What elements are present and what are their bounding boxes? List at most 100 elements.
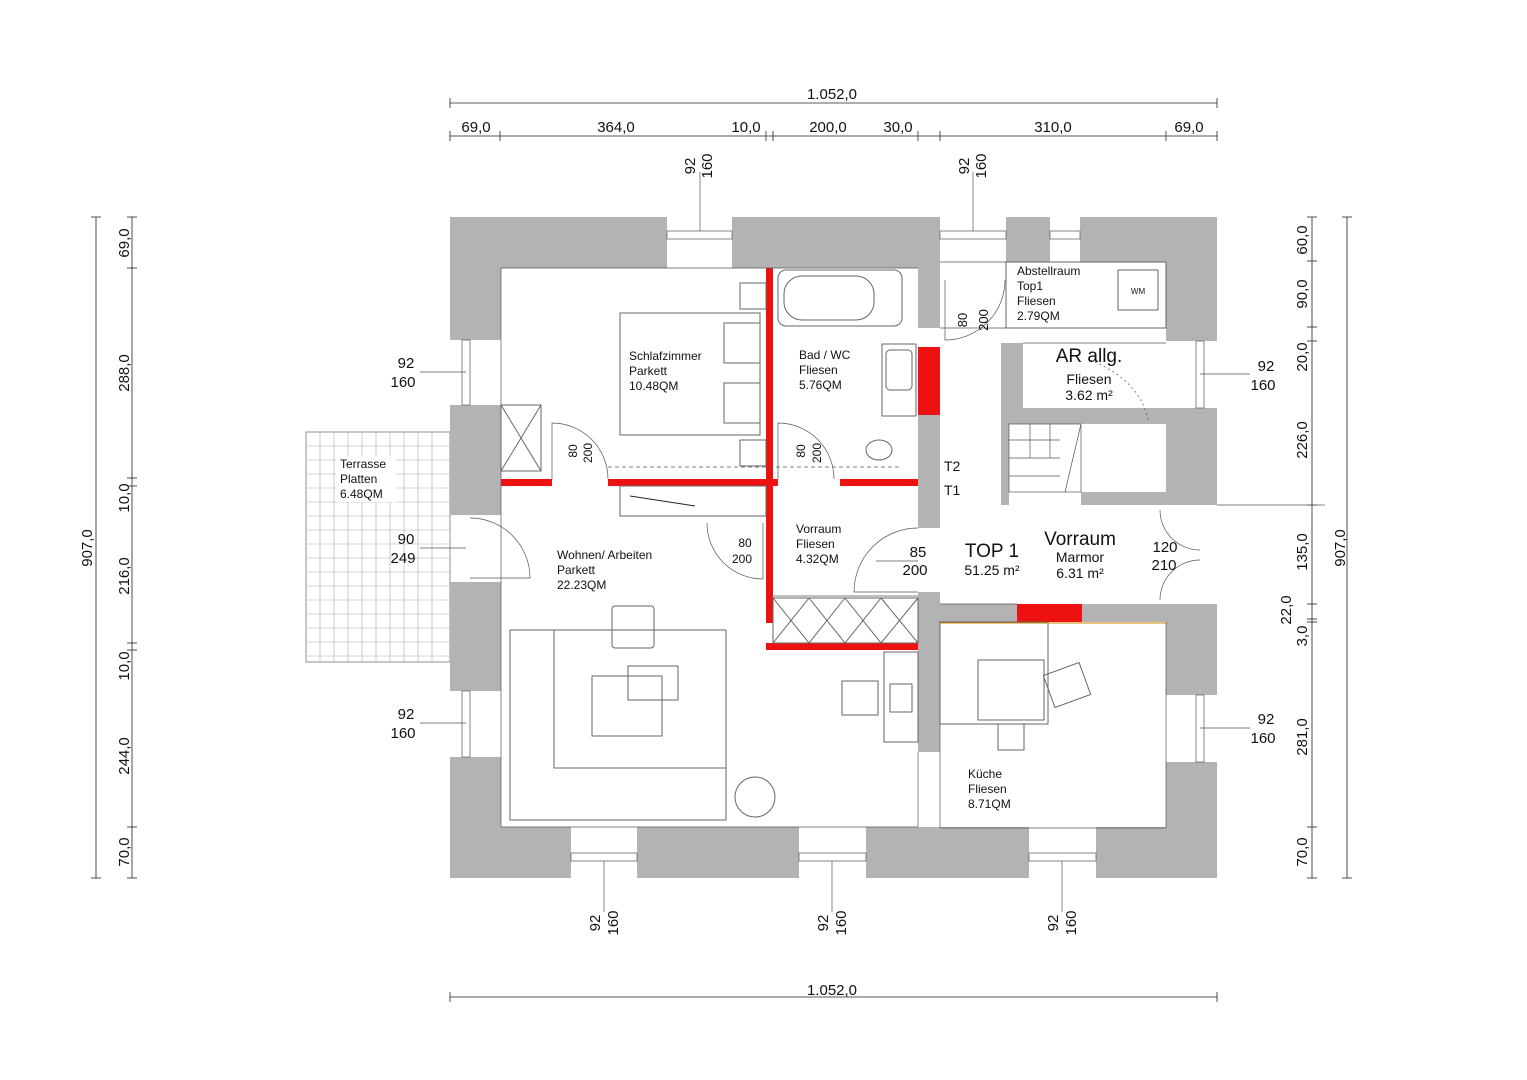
shaft-t1: T1 — [944, 482, 961, 498]
window-left-upper-width: 92 — [398, 355, 415, 372]
top-dim-segment: 310,0 — [1034, 119, 1072, 136]
left-dim-segment: 244,0 — [116, 737, 133, 775]
door-top1-width: 85 — [910, 544, 927, 561]
wohnen-area: 22.23QM — [557, 578, 606, 592]
terrace-floor: Platten — [340, 472, 377, 486]
bad-name: Bad / WC — [799, 348, 851, 362]
terrace-door-width: 90 — [398, 531, 415, 548]
top-total-dimension: 1.052,0 — [807, 86, 857, 103]
vorraum-main-area: 6.31 m² — [1056, 565, 1104, 581]
vorraum-small-name: Vorraum — [796, 522, 841, 536]
top-dim-segment: 69,0 — [461, 119, 490, 136]
right-dim-segment: 22,0 — [1278, 595, 1295, 624]
left-total-dimension: 907,0 — [79, 529, 96, 567]
ar-allg-area: 3.62 m² — [1065, 387, 1113, 403]
bottom-dimensions: 1.052,0 — [449, 982, 1218, 1002]
right-total-dimension: 907,0 — [1332, 529, 1349, 567]
terrace: Terrasse Platten 6.48QM — [305, 431, 451, 663]
door-bad-width: 80 — [794, 444, 808, 458]
bad-area: 5.76QM — [799, 378, 842, 392]
left-dim-segment: 10,0 — [116, 483, 133, 512]
terrace-area: 6.48QM — [340, 487, 383, 501]
left-dimensions: 907,0 69,0 288,0 10,0 216,0 10,0 244,0 7… — [79, 216, 137, 879]
left-dim-segment: 216,0 — [116, 557, 133, 595]
left-dim-segment: 70,0 — [116, 837, 133, 866]
door-top1-height: 200 — [902, 562, 927, 579]
top-dim-segment: 364,0 — [597, 119, 635, 136]
right-dim-segment: 20,0 — [1294, 342, 1311, 371]
top-dim-segment: 30,0 — [883, 119, 912, 136]
terrace-name: Terrasse — [340, 457, 386, 471]
top1-area: 51.25 m² — [964, 562, 1020, 578]
schlafzimmer-name: Schlafzimmer — [629, 349, 702, 363]
door-schlaf-height: 200 — [581, 443, 595, 463]
abstellraum-area: 2.79QM — [1017, 309, 1060, 323]
entry-door-height: 210 — [1151, 557, 1176, 574]
shaft-t2: T2 — [944, 458, 961, 474]
window-right-lower-height: 160 — [1250, 730, 1275, 747]
terrace-door-height: 249 — [390, 550, 415, 567]
window-top-left-height: 160 — [699, 153, 716, 178]
schlafzimmer-area: 10.48QM — [629, 379, 678, 393]
right-dim-segment: 3,0 — [1294, 626, 1311, 647]
right-dim-segment: 60,0 — [1294, 225, 1311, 254]
left-dim-segment: 69,0 — [116, 228, 133, 257]
kueche-floor: Fliesen — [968, 782, 1007, 796]
window-top-right-width: 92 — [956, 158, 973, 175]
top-dim-segment: 200,0 — [809, 119, 847, 136]
right-dim-segment: 226,0 — [1294, 421, 1311, 459]
window-right-upper-width: 92 — [1258, 358, 1275, 375]
window-right-lower-width: 92 — [1258, 711, 1275, 728]
window-right-upper-height: 160 — [1250, 377, 1275, 394]
door-vorraum-height: 200 — [732, 552, 752, 566]
window-bottom-right-width: 92 — [1045, 915, 1062, 932]
left-dim-segment: 288,0 — [116, 354, 133, 392]
red-walls — [501, 268, 1082, 650]
door-bad-height: 200 — [810, 443, 824, 463]
door-abstell-width: 80 — [955, 313, 970, 327]
top-dim-segment: 69,0 — [1174, 119, 1203, 136]
window-left-lower-width: 92 — [398, 706, 415, 723]
window-top-right-height: 160 — [973, 153, 990, 178]
window-bottom-left-width: 92 — [587, 915, 604, 932]
top-dimensions: 1.052,0 69,0 364,0 10,0 200,0 30,0 310,0… — [449, 86, 1218, 141]
furniture — [500, 261, 1167, 821]
right-dim-segment: 281,0 — [1294, 718, 1311, 756]
entry-door-width: 120 — [1152, 539, 1177, 556]
kueche-area: 8.71QM — [968, 797, 1011, 811]
window-left-upper-height: 160 — [390, 374, 415, 391]
ar-allg-floor: Fliesen — [1066, 371, 1111, 387]
windows — [420, 172, 1250, 912]
right-dim-segment: 90,0 — [1294, 279, 1311, 308]
window-bottom-left-height: 160 — [605, 910, 622, 935]
opening-labels: 92 160 92 160 92 160 90 249 92 160 92 16… — [390, 153, 1275, 935]
left-dim-segment: 10,0 — [116, 651, 133, 680]
window-bottom-mid-height: 160 — [833, 910, 850, 935]
top-dim-segment: 10,0 — [731, 119, 760, 136]
top1-name: TOP 1 — [965, 541, 1019, 562]
door-labels: 80 200 80 200 80 200 80 200 85 200 — [566, 309, 991, 579]
door-schlaf-width: 80 — [566, 444, 580, 458]
right-dim-segment: 135,0 — [1294, 533, 1311, 571]
abstellraum-name: Abstellraum — [1017, 264, 1080, 278]
right-dimensions: 907,0 60,0 90,0 20,0 226,0 135,0 22,0 3,… — [1217, 216, 1352, 879]
bottom-total-dimension: 1.052,0 — [807, 982, 857, 999]
staircase — [1008, 359, 1149, 493]
vorraum-main-floor: Marmor — [1056, 549, 1105, 565]
schlafzimmer-floor: Parkett — [629, 364, 668, 378]
vorraum-small-floor: Fliesen — [796, 537, 835, 551]
abstellraum-sub: Top1 — [1017, 279, 1043, 293]
right-dim-segment: 70,0 — [1294, 837, 1311, 866]
outer-walls — [450, 217, 1217, 878]
window-left-lower-height: 160 — [390, 725, 415, 742]
wohnen-floor: Parkett — [557, 563, 596, 577]
room-labels: Abstellraum Top1 Fliesen 2.79QM AR allg.… — [557, 264, 1122, 811]
kueche-name: Küche — [968, 767, 1002, 781]
door-abstell-height: 200 — [976, 309, 991, 331]
window-bottom-right-height: 160 — [1063, 910, 1080, 935]
window-top-left-width: 92 — [682, 158, 699, 175]
door-vorraum-width: 80 — [738, 536, 752, 550]
door-swings — [469, 279, 1201, 601]
vorraum-main-name: Vorraum — [1044, 529, 1116, 550]
